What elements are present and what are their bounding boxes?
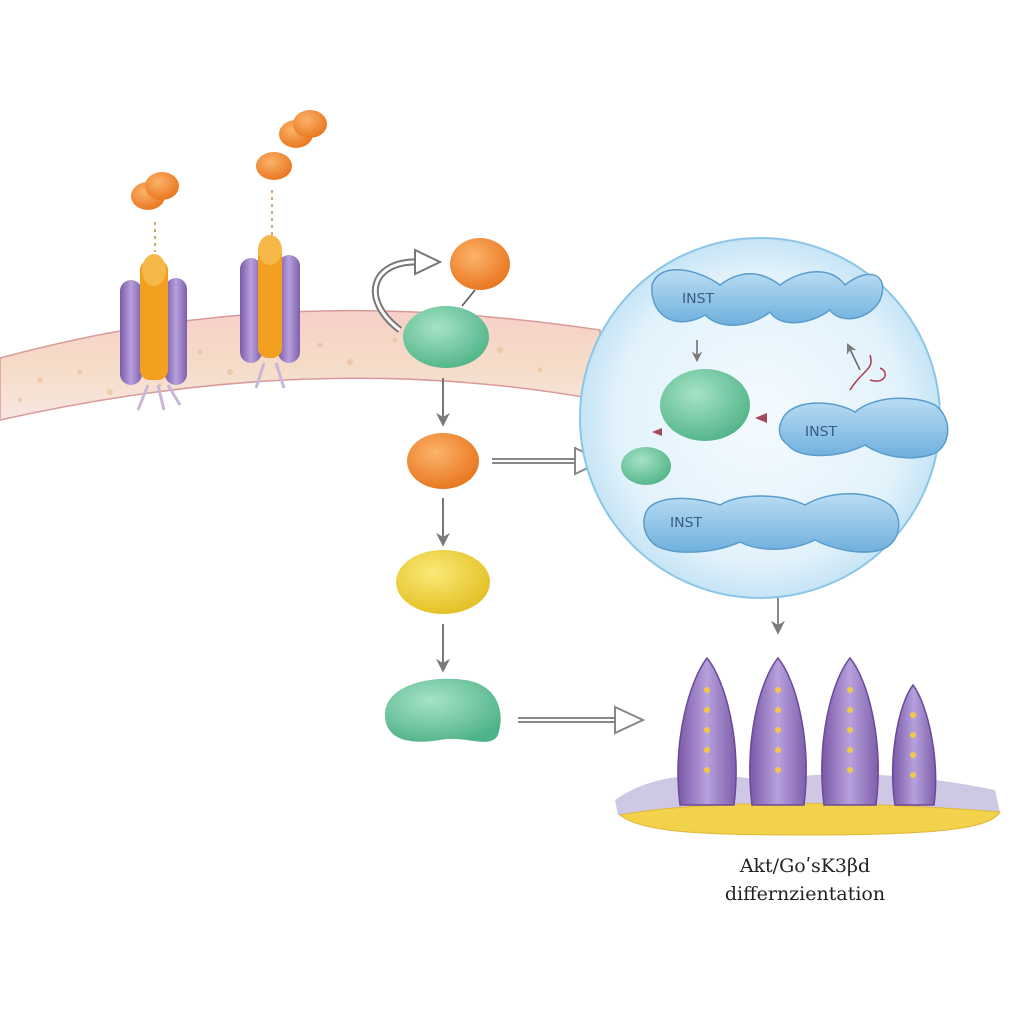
diagram-caption: Akt/GoʹsK3βd differnzientation (690, 852, 920, 908)
caption-line-1: Akt/GoʹsK3βd (739, 855, 871, 877)
dna-glyph-label: ꓲꓠꓢꓔ (670, 515, 702, 531)
green-molecule-membrane (403, 306, 489, 368)
orange-molecule-top (450, 238, 510, 290)
receptor-2 (240, 110, 327, 389)
differentiated-cells (677, 656, 937, 806)
dna-glyph-label: ꓲꓠꓢꓔ (805, 424, 837, 440)
green-molecule-nucleus-large (660, 369, 750, 441)
ligand-orange (293, 110, 327, 138)
yellow-molecule (396, 550, 490, 614)
green-molecule-nucleus-small (621, 447, 671, 485)
arrow-to-cells (518, 705, 646, 735)
ligand-orange (145, 172, 179, 200)
caption-line-2: differnzientation (724, 883, 886, 905)
dna-strand-3: ꓲꓠꓢꓔ (643, 493, 900, 553)
dna-glyph-label: ꓲꓠꓢꓔ (682, 291, 714, 307)
orange-molecule-cascade (407, 433, 479, 489)
receptor-1 (120, 172, 187, 411)
ligand-orange (256, 152, 292, 180)
membrane-texture (18, 337, 543, 402)
tissue-base-yellow (618, 802, 1001, 836)
dna-strand-2: ꓲꓠꓢꓔ (778, 397, 949, 459)
green-molecule-bottom (385, 678, 501, 742)
dna-strand-1: ꓲꓠꓢꓔ (651, 269, 884, 326)
